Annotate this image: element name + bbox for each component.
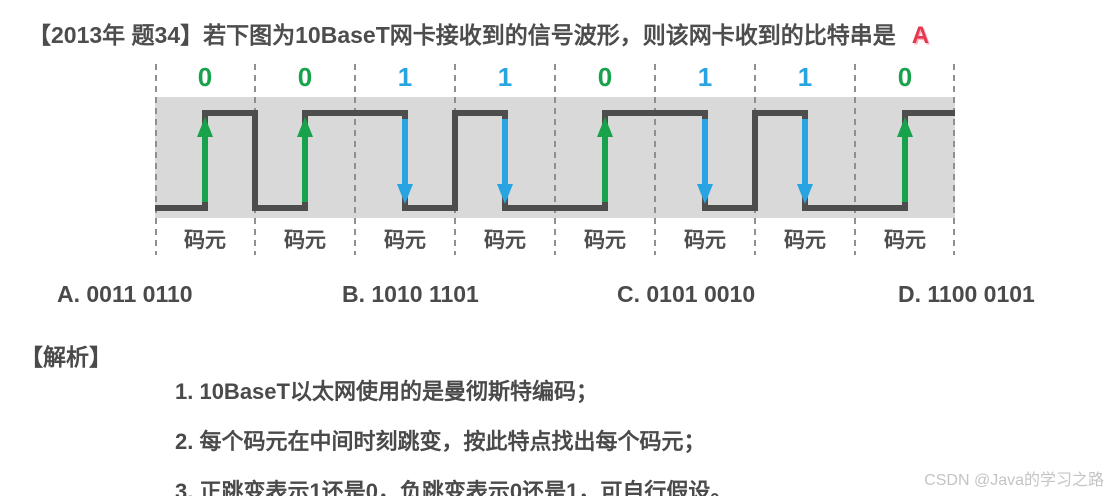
question-title: 【2013年 题34】若下图为10BaseT网卡接收到的信号波形，则该网卡收到的… (28, 16, 929, 50)
analysis-heading: 【解析】 (20, 344, 112, 370)
analysis-lines: 1. 10BaseT以太网使用的是曼彻斯特编码； 2. 每个码元在中间时刻跳变，… (175, 374, 732, 496)
down-arrow-icon (397, 184, 413, 204)
bit-label: 0 (297, 62, 313, 92)
question-text: 【2013年 题34】若下图为10BaseT网卡接收到的信号波形，则该网卡收到的… (28, 22, 896, 48)
up-arrow-icon (597, 117, 613, 137)
cell-label: 码元 (184, 229, 226, 252)
option-a: A. 0011 0110 (57, 281, 193, 307)
answer-letter: A (911, 22, 930, 49)
cell-label: 码元 (784, 229, 826, 252)
bit-label: 1 (697, 62, 713, 92)
bit-label: 0 (197, 62, 213, 92)
cell-label: 码元 (484, 229, 526, 252)
options-row: A. 0011 0110 B. 1010 1101 C. 0101 0010 D… (0, 281, 1118, 311)
cell-label: 码元 (684, 229, 726, 252)
analysis-line-3: 3. 正跳变表示1还是0，负跳变表示0还是1，可自行假设。 (175, 479, 733, 496)
option-c: C. 0101 0010 (617, 281, 756, 307)
waveform-figure: 0 0 1 1 0 1 1 0 码元 码元 码元 码元 码元 码元 码元 码元 (155, 62, 955, 257)
bit-label: 1 (797, 62, 813, 92)
bit-label: 0 (897, 62, 913, 92)
up-arrow-icon (297, 117, 313, 137)
cell-label: 码元 (584, 229, 626, 252)
down-arrow-icon (797, 184, 813, 204)
up-arrow-icon (197, 117, 213, 137)
bit-label: 1 (397, 62, 413, 92)
up-arrow-icon (897, 117, 913, 137)
option-d: D. 1100 0101 (898, 281, 1035, 307)
waveform-svg (155, 64, 955, 255)
analysis-line-2: 2. 每个码元在中间时刻跳变，按此特点找出每个码元； (175, 429, 706, 454)
cell-label: 码元 (284, 229, 326, 252)
signal-waveform-line (155, 110, 955, 211)
bit-label: 1 (497, 62, 513, 92)
option-b: B. 1010 1101 (342, 281, 479, 307)
bit-labels-row: 0 0 1 1 0 1 1 0 (155, 62, 955, 96)
down-arrow-icon (497, 184, 513, 204)
cell-label: 码元 (884, 229, 926, 252)
watermark: CSDN @Java的学习之路 (924, 472, 1104, 489)
bit-label: 0 (597, 62, 613, 92)
down-arrow-icon (697, 184, 713, 204)
cell-label: 码元 (384, 229, 426, 252)
cell-labels-row: 码元 码元 码元 码元 码元 码元 码元 码元 (155, 224, 955, 254)
analysis-line-1: 1. 10BaseT以太网使用的是曼彻斯特编码； (175, 379, 598, 404)
